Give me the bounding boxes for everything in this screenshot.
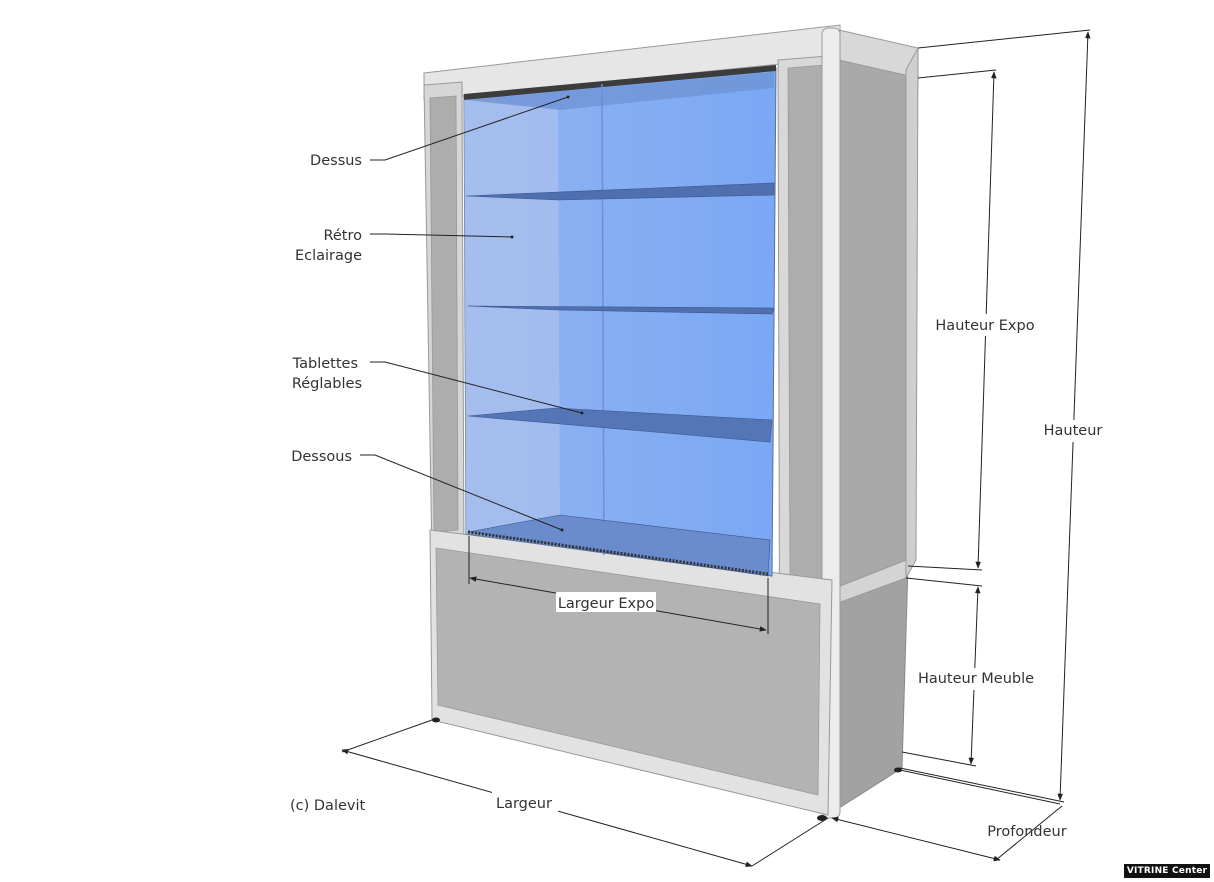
label-tablettes: Tablettes: [292, 356, 358, 372]
dessus-plane: [466, 72, 774, 110]
label-copyright: (c) Dalevit: [290, 798, 366, 814]
dessous-leader: [360, 454, 564, 532]
bottom-strip: [467, 530, 769, 576]
top-strip: [464, 65, 776, 100]
foot-right: [894, 767, 902, 773]
shelf-3: [467, 407, 773, 443]
profondeur-arrow: [831, 816, 1001, 862]
label-retro: Rétro: [323, 228, 362, 244]
label-dessous: Dessous: [291, 449, 352, 465]
glass-seam: [601, 83, 605, 556]
label-dessus: Dessus: [310, 153, 362, 169]
label-hauteur: Hauteur: [1044, 423, 1103, 439]
dessus-leader: [370, 95, 570, 161]
foot-front: [817, 815, 827, 821]
label-reglables: Réglables: [292, 376, 362, 392]
label-profondeur: Profondeur: [987, 824, 1066, 840]
foot-left: [432, 717, 440, 723]
label-largeur: Largeur: [496, 796, 552, 812]
shelf-2: [467, 305, 775, 315]
label-largeur-expo: Largeur Expo: [558, 596, 655, 612]
label-eclairage: Eclairage: [295, 248, 362, 264]
dessous-plane: [467, 514, 771, 577]
retro-leader: [370, 233, 514, 239]
cabinet-left-inner: [429, 95, 459, 533]
cabinet-side-upper: [829, 39, 919, 601]
hauteur-arrow: [1057, 31, 1091, 801]
label-hauteur-meuble: Hauteur Meuble: [918, 671, 1034, 687]
labels: Dessus Rétro Eclairage Tablettes Réglabl…: [290, 153, 1106, 840]
cabinet-right-inner: [787, 64, 825, 589]
watermark-logo: VITRINE Center: [1124, 864, 1210, 878]
glass-left-wall: [464, 95, 560, 534]
tablettes-leader: [370, 361, 584, 415]
display-area: [463, 65, 777, 577]
shelf-1: [465, 182, 775, 201]
side-frame-back: [905, 47, 919, 580]
dimension-lines: [341, 29, 1091, 867]
label-hauteur-expo: Hauteur Expo: [935, 318, 1034, 334]
